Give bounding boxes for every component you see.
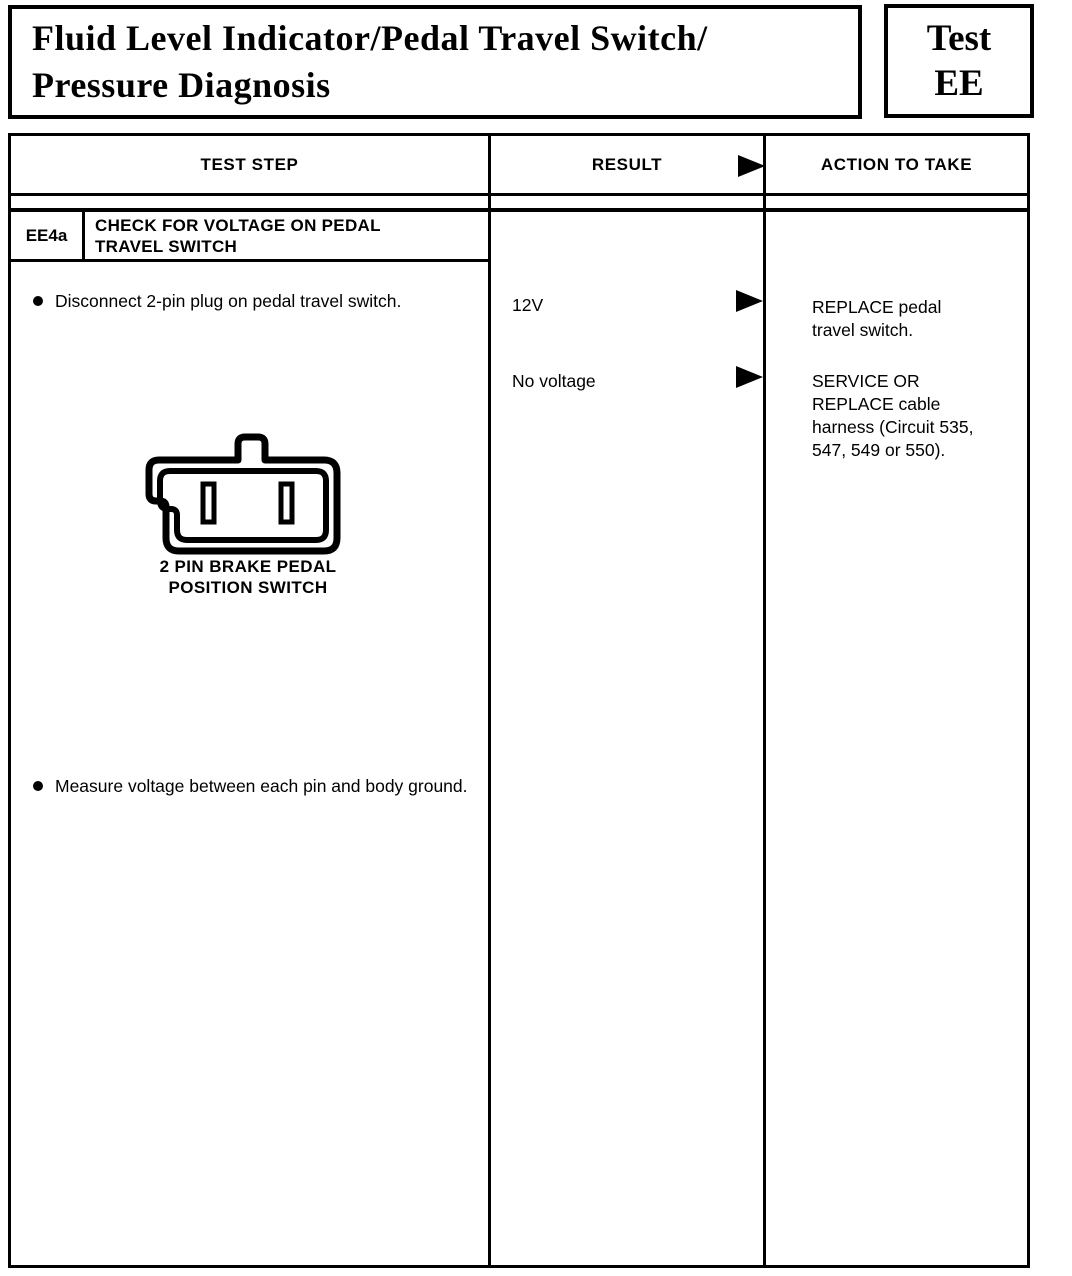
result-arrow-icon — [736, 290, 763, 312]
column-header-result-label: RESULT — [591, 154, 663, 174]
result-header-arrow-icon — [738, 155, 765, 177]
connector-pin-left — [200, 481, 217, 525]
column-header-result: RESULT — [491, 136, 766, 193]
procedure-text: Disconnect 2-pin plug on pedal travel sw… — [55, 291, 402, 311]
step-id: EE4a — [11, 212, 85, 259]
action-text-2: SERVICE OR REPLACE cable harness (Circui… — [812, 371, 974, 460]
result-cell: 12V No voltage — [491, 212, 766, 1265]
bullet-icon — [33, 781, 43, 791]
result-value-1: 12V — [512, 295, 544, 315]
bullet-icon — [33, 296, 43, 306]
test-step-row: EE4a CHECK FOR VOLTAGE ON PEDAL TRAVEL S… — [11, 212, 1027, 1265]
test-step-cell: EE4a CHECK FOR VOLTAGE ON PEDAL TRAVEL S… — [11, 212, 491, 1265]
test-id-label: Test EE — [926, 18, 992, 104]
connector-inner-outline — [157, 468, 329, 543]
connector-diagram — [145, 433, 341, 555]
separator-cell — [491, 196, 766, 208]
procedure-bullet-2: Measure voltage between each pin and bod… — [33, 775, 479, 798]
step-header: EE4a CHECK FOR VOLTAGE ON PEDAL TRAVEL S… — [11, 212, 488, 262]
procedure-text: Measure voltage between each pin and bod… — [55, 776, 468, 796]
result-value-2: No voltage — [512, 371, 596, 391]
column-header-action: ACTION TO TAKE — [820, 154, 973, 174]
test-id-badge: Test EE — [884, 4, 1034, 118]
action-text-1: REPLACE pedal travel switch. — [812, 297, 942, 340]
connector-outer-outline — [145, 433, 341, 555]
action-cell: REPLACE pedal travel switch. SERVICE OR … — [766, 212, 1027, 1265]
procedure-bullet-1: Disconnect 2-pin plug on pedal travel sw… — [33, 290, 479, 313]
page-title-box: Fluid Level Indicator/Pedal Travel Switc… — [8, 5, 862, 119]
separator-cell — [766, 196, 1027, 208]
result-arrow-icon — [736, 366, 763, 388]
column-header-test-step: TEST STEP — [11, 136, 491, 193]
page-title: Fluid Level Indicator/Pedal Travel Switc… — [32, 18, 708, 105]
table-header-row: TEST STEP RESULT ACTION TO TAKE — [11, 136, 1027, 196]
diagnostic-table: TEST STEP RESULT ACTION TO TAKE EE4a CHE… — [8, 133, 1030, 1268]
step-title: CHECK FOR VOLTAGE ON PEDAL TRAVEL SWITCH — [95, 215, 381, 256]
separator-band-row — [11, 196, 1027, 212]
connector-pin-right — [278, 481, 295, 525]
separator-cell — [11, 196, 491, 208]
diagram-caption: 2 PIN BRAKE PEDAL POSITION SWITCH — [159, 557, 337, 597]
